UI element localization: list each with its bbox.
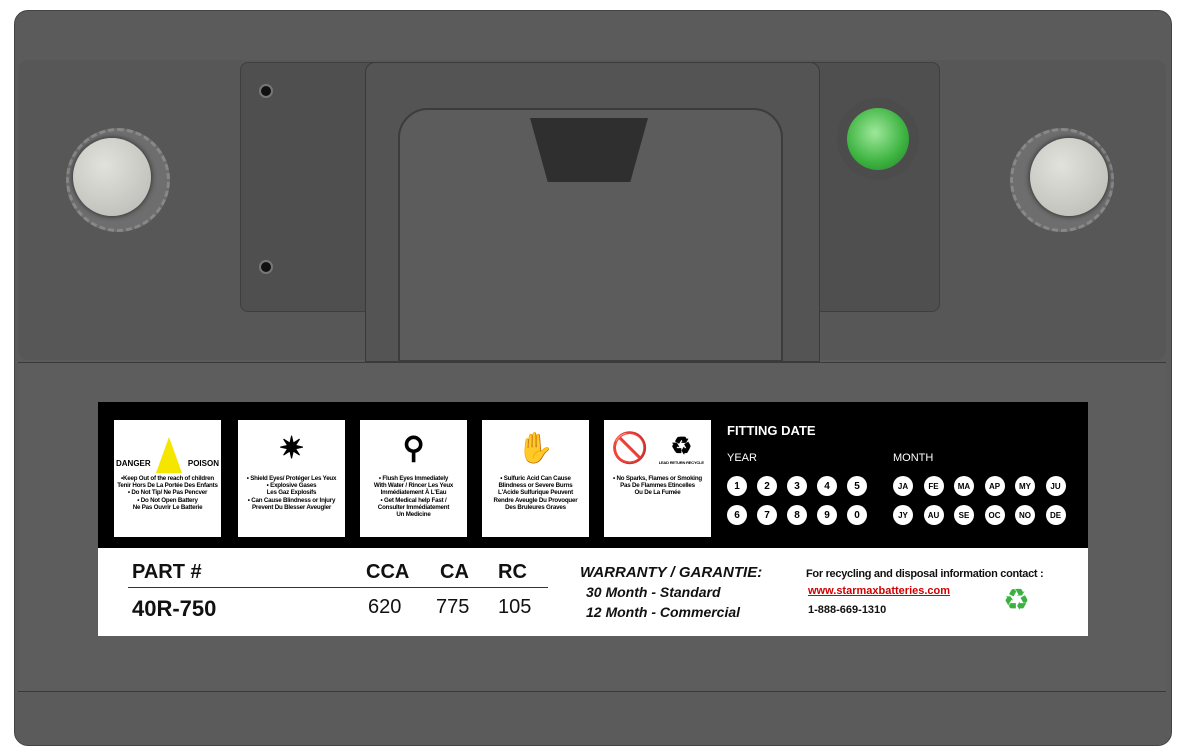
danger-text: DANGER xyxy=(116,458,151,468)
cca-label: CCA xyxy=(366,561,410,583)
warning-line: • Get Medical help Fast / xyxy=(380,496,447,504)
warning-line: • Sulfuric Acid Can Cause xyxy=(500,475,571,482)
lead-return-recycle-text: LEAD RETURN RECYCLE xyxy=(658,459,704,465)
year-circle: 1 xyxy=(727,476,747,496)
warranty-commercial: 12 Month - Commercial xyxy=(586,604,741,620)
ca-value: 775 xyxy=(436,596,470,618)
warning-line: • Shield Eyes/ Protéger Les Yeux xyxy=(246,475,337,482)
danger-poison-panel: DANGER POISON •Keep Out of the reach of … xyxy=(114,420,221,537)
warning-line: Des Bruleures Graves xyxy=(505,503,566,511)
warranty-title: WARRANTY / GARANTIE: xyxy=(580,564,763,581)
year-circle: 7 xyxy=(757,505,777,525)
month-circle: JY xyxy=(893,505,913,525)
warning-line: • Flush Eyes Immediately xyxy=(378,475,449,482)
warning-line: Prevent Du Blesser Aveugler xyxy=(251,503,332,511)
warning-line: Blindness or Severe Burns xyxy=(498,482,573,490)
warning-line: Les Gaz Explosifs xyxy=(266,489,317,497)
ca-label: CA xyxy=(440,561,469,583)
warning-line: • Do Not Open Battery xyxy=(137,496,198,504)
part-number: 40R-750 xyxy=(132,596,217,621)
handle-notch xyxy=(530,118,648,182)
phone-number: 1-888-669-1310 xyxy=(808,604,887,616)
warning-line: • No Sparks, Flames or Smoking xyxy=(612,475,702,482)
warning-line: • Explosive Gases xyxy=(266,482,317,490)
spec-divider xyxy=(128,587,548,588)
warranty-standard: 30 Month - Standard xyxy=(586,584,721,600)
month-circle: SE xyxy=(954,505,974,525)
fitting-date-title: FITTING DATE xyxy=(727,423,816,438)
warning-line: With Water / Rincer Les Yeux xyxy=(373,482,454,490)
warning-line: •Keep Out of the reach of children xyxy=(120,475,214,482)
positive-terminal-post xyxy=(1030,138,1108,216)
warning-line: Ou De La Fumée xyxy=(634,489,681,497)
month-circle: AP xyxy=(984,476,1005,496)
warning-line: Tenir Hors De La Portée Des Enfants xyxy=(117,482,218,490)
month-circle: DE xyxy=(1045,505,1066,525)
warning-line: Ne Pas Ouvrir Le Batterie xyxy=(132,503,203,511)
eyewash-faucet-icon: ⚲ xyxy=(402,432,425,466)
acid-panel: ✋ • Sulfuric Acid Can Cause Blindness or… xyxy=(482,420,589,537)
spec-label: PART # CCA CA RC 40R-750 620 775 105 WAR… xyxy=(98,548,1088,636)
month-circle: NO xyxy=(1015,505,1035,525)
no-sparks-panel: 🚫 ♻ LEAD RETURN RECYCLE • No Sparks, Fla… xyxy=(604,420,711,537)
month-label: MONTH xyxy=(893,452,934,464)
warning-line: Rendre Aveugle Du Provoquer xyxy=(493,496,578,504)
acid-hand-icon: ✋ xyxy=(516,432,555,466)
rc-value: 105 xyxy=(498,596,532,618)
warning-line: • Can Cause Blindness or Injury xyxy=(247,496,336,504)
year-circle: 4 xyxy=(817,476,837,496)
recycle-icon: ♻ xyxy=(1003,584,1030,617)
shield-eyes-panel: ✷ • Shield Eyes/ Protéger Les Yeux • Exp… xyxy=(238,420,345,537)
year-circle: 6 xyxy=(727,505,747,525)
contact-text: For recycling and disposal information c… xyxy=(806,568,1044,580)
warning-line: Immédiatement À L'Eau xyxy=(380,489,447,497)
part-label: PART # xyxy=(132,561,202,583)
month-circle: MY xyxy=(1015,476,1035,496)
month-circle: FE xyxy=(923,476,944,496)
year-circle: 2 xyxy=(757,476,777,496)
warning-line: Pas De Flammes Etincelles xyxy=(620,482,695,490)
charge-indicator-eye xyxy=(847,108,909,170)
warning-line: • Do Not Tip/ Ne Pas Pencver xyxy=(127,489,208,497)
year-circle: 0 xyxy=(847,505,867,525)
explosion-goggles-icon: ✷ xyxy=(279,432,304,466)
warning-line: Consulter Immédiatement xyxy=(377,503,450,511)
warning-line: Un Medicine xyxy=(396,511,431,519)
negative-terminal-post xyxy=(73,138,151,216)
month-circle: JU xyxy=(1045,476,1066,496)
vent-hole-icon xyxy=(259,84,273,98)
year-circle: 5 xyxy=(847,476,867,496)
month-circle: JA xyxy=(893,476,913,496)
warning-line: L'Acide Sulfurique Peuvent xyxy=(497,489,573,497)
year-circle: 8 xyxy=(787,505,807,525)
warning-triangle-icon xyxy=(156,437,183,473)
year-circle: 3 xyxy=(787,476,807,496)
warning-label: DANGER POISON •Keep Out of the reach of … xyxy=(98,402,1088,548)
no-flame-icon: 🚫 xyxy=(611,432,649,466)
poison-text: POISON xyxy=(187,458,219,468)
month-circle: AU xyxy=(923,505,944,525)
rc-label: RC xyxy=(498,561,527,583)
month-circle: MA xyxy=(954,476,974,496)
month-circle: OC xyxy=(984,505,1005,525)
website-link[interactable]: www.starmaxbatteries.com xyxy=(808,585,951,597)
cca-value: 620 xyxy=(368,596,402,618)
year-circle: 9 xyxy=(817,505,837,525)
vent-hole-icon xyxy=(259,260,273,274)
recycle-icon: ♻ xyxy=(670,432,693,460)
flush-eyes-panel: ⚲ • Flush Eyes Immediately With Water / … xyxy=(360,420,467,537)
year-label: YEAR xyxy=(727,452,757,464)
